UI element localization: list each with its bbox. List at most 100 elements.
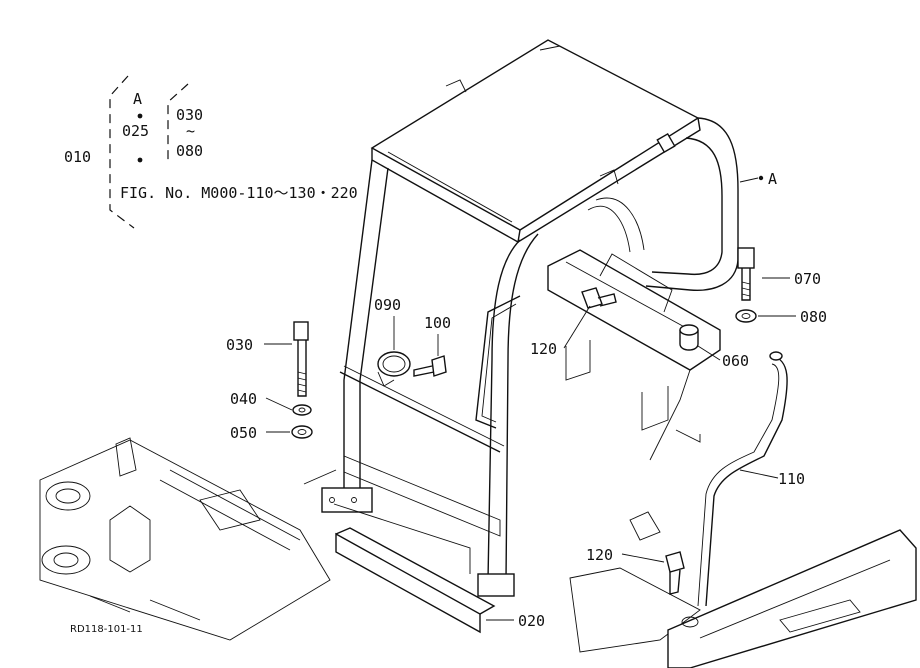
post-inner xyxy=(359,167,389,500)
bolt-thread xyxy=(297,371,307,393)
roof-clip xyxy=(599,169,619,185)
label-030: 030 xyxy=(226,336,253,354)
lower-plate-edge xyxy=(333,503,471,574)
pipe-end xyxy=(769,351,783,361)
leader-a xyxy=(739,177,759,183)
label-a-mark: A xyxy=(768,170,777,188)
fig-reference-text: FIG. No. M000-110～130・220 xyxy=(120,184,358,202)
foot-hole xyxy=(351,497,357,503)
canopy-roof xyxy=(370,39,701,244)
frame-beam xyxy=(667,529,917,668)
left-dashed-bracket xyxy=(109,75,135,229)
bolt-head xyxy=(293,321,309,341)
frame-bore xyxy=(55,488,81,504)
bolt-head xyxy=(431,355,447,377)
roof-top-curve xyxy=(539,45,561,51)
label-range-sep: ~ xyxy=(186,122,195,140)
roof-panel xyxy=(370,39,700,231)
lower-panels xyxy=(303,455,501,634)
washer-hole xyxy=(298,407,306,413)
a-point xyxy=(758,175,764,181)
frame-slot xyxy=(779,599,861,633)
frame-tab xyxy=(629,511,661,541)
bolt-shank xyxy=(669,569,681,595)
label-025: 025 xyxy=(122,122,149,140)
frame-boss xyxy=(45,481,91,511)
grab-handle-inner xyxy=(481,303,517,423)
label-range-from: 030 xyxy=(176,106,203,124)
roof-rib xyxy=(387,151,513,223)
label-010: 010 xyxy=(64,148,91,166)
leader-120-lower xyxy=(621,553,665,563)
bolt-shank xyxy=(413,365,435,377)
callout-labels: 030 040 050 090 100 120 060 070 080 110 … xyxy=(70,170,827,635)
rear-hoop xyxy=(587,117,739,291)
frame-boss xyxy=(41,545,91,575)
left-chassis-frame xyxy=(39,437,331,641)
bolt-070 xyxy=(737,247,755,301)
right-chassis-frame xyxy=(569,511,917,668)
leader-120-upper xyxy=(563,305,591,349)
label-120-upper: 120 xyxy=(530,340,557,358)
washer-hole xyxy=(741,313,751,319)
bracket-leg xyxy=(641,386,669,431)
spacer-top xyxy=(679,324,699,336)
hoop-inner xyxy=(651,137,723,276)
label-ref-a: A xyxy=(133,90,142,108)
roof-side-edge xyxy=(517,117,701,243)
frame-hole xyxy=(681,616,699,628)
bracket-rail xyxy=(565,261,691,331)
label-080: 080 xyxy=(800,308,827,326)
pipe-110 xyxy=(705,355,788,607)
bracket-brace xyxy=(649,369,691,461)
post-outer xyxy=(487,239,521,581)
bolt-100 xyxy=(413,355,447,377)
nut-050 xyxy=(291,425,313,439)
clamp-090 xyxy=(377,351,411,387)
label-070: 070 xyxy=(794,270,821,288)
front-left-post xyxy=(321,159,389,513)
bracket-tab xyxy=(675,429,701,443)
nut-hole xyxy=(297,429,307,435)
frame-bore xyxy=(53,552,79,568)
frame-mount xyxy=(199,489,261,531)
foot-hole xyxy=(329,497,335,503)
post-foot xyxy=(477,573,515,597)
bolt-head xyxy=(581,287,603,309)
leader-lines xyxy=(264,175,796,621)
label-120-lower: 120 xyxy=(586,546,613,564)
frame-rails xyxy=(159,469,301,551)
drawing-code: RD118-101-11 xyxy=(70,624,143,635)
bar-020 xyxy=(335,532,481,634)
washer-080 xyxy=(735,309,757,323)
mounting-bracket xyxy=(547,249,721,461)
bolt-120-upper xyxy=(581,287,617,309)
bracket-leg xyxy=(565,340,591,381)
label-050: 050 xyxy=(230,424,257,442)
bolt-120-lower xyxy=(665,551,685,595)
label-060: 060 xyxy=(722,352,749,370)
label-100: 100 xyxy=(424,314,451,332)
leader-110 xyxy=(739,469,779,479)
bullet-dot xyxy=(137,157,143,163)
bolt-head xyxy=(737,247,755,269)
frame-beam-edge xyxy=(699,559,891,639)
pipe-110-inner xyxy=(697,363,780,607)
frame-detail xyxy=(89,595,201,621)
bracket-plate xyxy=(547,249,721,371)
roof-latch xyxy=(656,132,676,154)
washer-040 xyxy=(292,404,312,416)
bolt-030 xyxy=(293,321,309,397)
hoop-rear-curve xyxy=(587,205,631,253)
roof-clip xyxy=(445,79,467,93)
frame-post xyxy=(115,437,137,477)
cross-rod xyxy=(339,371,501,453)
post-outer xyxy=(343,159,373,500)
bolt-shank xyxy=(297,340,307,397)
bolt-head xyxy=(665,551,685,573)
leader-040 xyxy=(265,397,293,411)
bolt-shank xyxy=(597,293,617,307)
hoop-rear-curve xyxy=(595,197,645,251)
frame-outline xyxy=(39,439,331,641)
